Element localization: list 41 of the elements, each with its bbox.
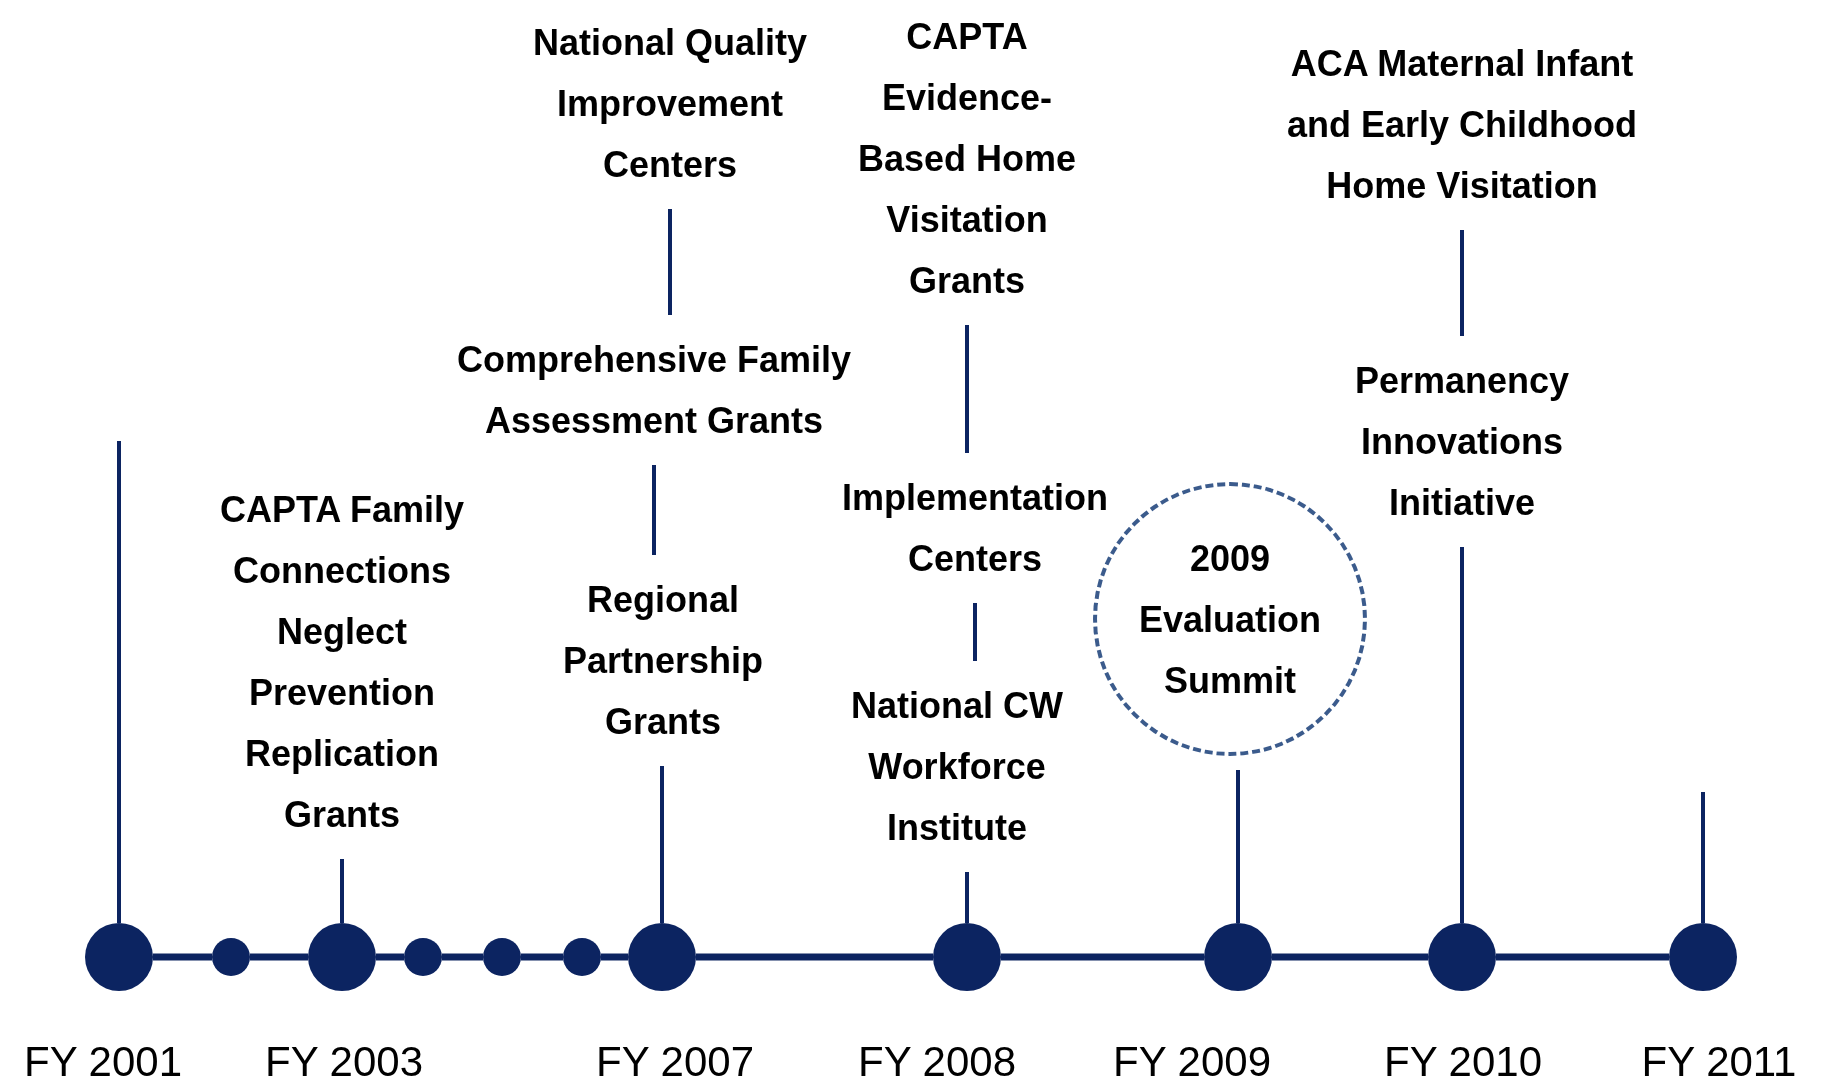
- timeline-line: [153, 953, 212, 961]
- milestone-label: Comprehensive Family Assessment Grants: [449, 329, 859, 451]
- timeline-line: [601, 953, 628, 961]
- year-label: FY 2009: [1113, 1038, 1271, 1086]
- milestone-label: National CW Workforce Institute: [817, 675, 1097, 858]
- milestone-label: ACA Maternal Infant and Early Childhood Home Visitation: [1282, 33, 1642, 216]
- timeline-line: [521, 953, 563, 961]
- connector-line: [117, 441, 121, 923]
- year-label: FY 2011: [1641, 1038, 1797, 1086]
- connector-line: [965, 872, 969, 923]
- milestone-label: Regional Partnership Grants: [538, 569, 788, 752]
- milestone-label: National Quality Improvement Centers: [525, 12, 815, 195]
- timeline-line: [250, 953, 308, 961]
- timeline-dot: [483, 938, 521, 976]
- year-label: FY 2001: [24, 1038, 182, 1086]
- year-label: FY 2007: [596, 1038, 754, 1086]
- milestone-label: CAPTA Family Connections Neglect Prevention Replication Grants: [182, 479, 502, 845]
- timeline-dot: [563, 938, 601, 976]
- connector-line: [668, 209, 672, 315]
- timeline-line: [1001, 953, 1204, 961]
- connector-line: [1460, 547, 1464, 923]
- timeline-line: [376, 953, 404, 961]
- timeline-line: [1272, 953, 1428, 961]
- year-label: FY 2003: [265, 1038, 423, 1086]
- connector-line: [652, 465, 656, 555]
- connector-line: [660, 766, 664, 923]
- connector-line: [1701, 792, 1705, 923]
- year-label: FY 2008: [858, 1038, 1016, 1086]
- timeline-dot: [212, 938, 250, 976]
- connector-line: [1236, 770, 1240, 923]
- connector-line: [965, 325, 969, 453]
- connector-line: [973, 603, 977, 661]
- timeline-dot: [404, 938, 442, 976]
- milestone-label: Permanency Innovations Initiative: [1327, 350, 1597, 533]
- timeline-line: [442, 953, 483, 961]
- year-label: FY 2010: [1384, 1038, 1542, 1086]
- timeline-line: [696, 953, 933, 961]
- timeline-line: [1496, 953, 1669, 961]
- connector-line: [340, 859, 344, 923]
- milestone-label: CAPTA Evidence-Based Home Visitation Grants: [852, 6, 1082, 311]
- connector-line: [1460, 230, 1464, 336]
